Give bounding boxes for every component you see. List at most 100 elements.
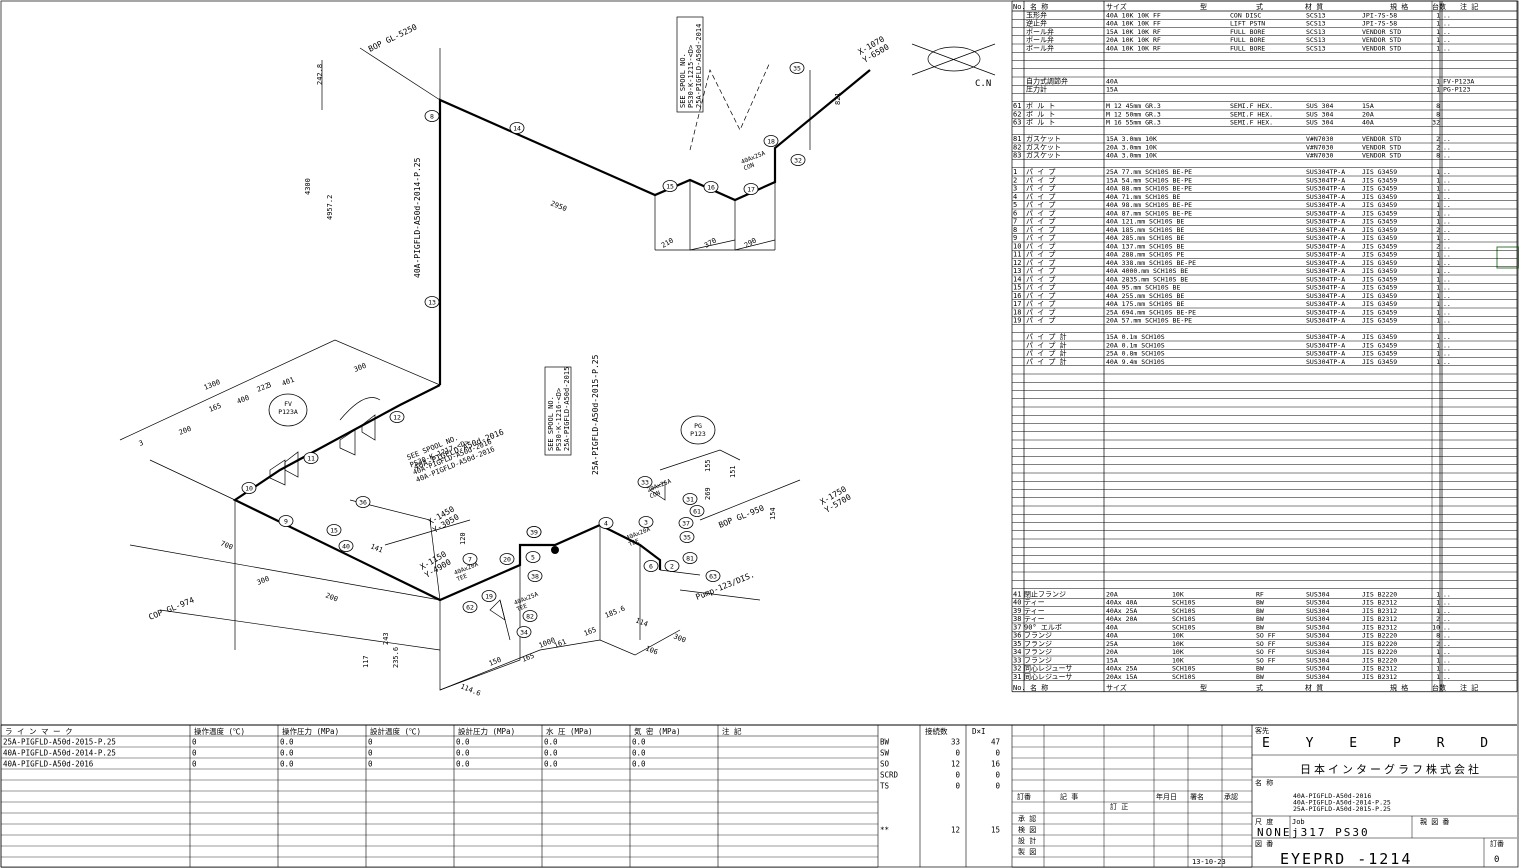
bom-cell: 8 [1436,632,1440,640]
bom-cell: 1 [1436,292,1440,300]
bom-cell: 25A 0.8m SCH10S [1106,350,1165,358]
bom-cell: JIS G3459 [1362,209,1397,217]
bom-cell: 40A 10K 10K RF [1106,44,1161,52]
balloon-icon [522,610,538,622]
bom-cell: 自力式調節弁 [1026,76,1068,85]
balloon-label: 33 [641,478,649,486]
balloon-icon [637,476,653,488]
bom-cell: 16 [1013,292,1021,300]
dimension-text: 210 [660,236,675,249]
bom-cell: .. [1443,358,1451,366]
drawing-name: 25A-PIGFLD-A50d-2015-P.25 [1293,805,1391,813]
coord-mid-left: X-1450Y-3050 [427,504,461,534]
weld-table-cell: 0 [955,749,960,758]
bom-cell: SEMI.F HEX. [1230,119,1273,127]
bom-cell: 1 [1436,28,1440,36]
bom-cell: SUS304TP-A [1306,185,1345,193]
bom-cell: 1 [1436,308,1440,316]
bom-cell: フランジ [1024,648,1052,656]
bom-cell: 1 [1436,673,1440,681]
bom-cell: 20A [1362,110,1374,118]
elevation-bop-mid: BOP GL-950 [717,503,765,529]
bom-cell: SCS13 [1306,20,1326,28]
bom-cell: 83 [1013,152,1021,160]
balloon-icon [303,452,319,464]
dimension-text: 401 [281,376,296,388]
balloon-icon [598,517,614,529]
balloon-icon [389,411,405,423]
dimension-text: 300 [256,575,271,587]
dimension-text: 120 [459,532,467,545]
line-table-header: 注 記 [722,726,742,736]
bom-cell: SEMI.F HEX. [1230,102,1273,110]
weld-table-cell: 16 [991,760,1001,769]
balloon-icon [743,183,759,195]
balloon-label: 16 [707,183,715,191]
bom-cell: 40A 288.mm SCH10S PE [1106,251,1184,259]
compass-label: C.N [975,79,991,89]
line-table-header: ラ イ ン マ ー ク [5,727,73,736]
bom-cell: VENDOR STD [1362,28,1401,36]
bom-cell: .. [1443,209,1451,217]
dimension-text: 117 [362,655,370,668]
bom-cell: JIS B2220 [1362,632,1397,640]
line-table-header: 設計温度 (℃) [370,726,421,736]
bom-cell: JIS G3459 [1362,176,1397,184]
bom-cell: SCS13 [1306,36,1326,44]
bom-cell: 1 [1436,176,1440,184]
bom-cell: SCS13 [1306,11,1326,19]
line-table-cell: 0.0 [456,738,470,747]
dimension-text: 3 [266,381,273,390]
bom-cell: .. [1443,218,1451,226]
bom-cell: SUS304TP-A [1306,251,1345,259]
bom-cell: 15A [1106,86,1118,94]
line-table-cell: 0.0 [456,749,470,758]
bom-cell: .. [1443,673,1451,681]
bom-cell: SUS304 [1306,665,1330,673]
balloon-icon [527,570,543,582]
spool-note-left: SEE SPOOL NO.PS30-K-1217-<D>40A-PIGFLD-A… [406,434,496,484]
dimension-text: 4300 [304,178,312,195]
company-name: 日本インターグラフ株式会社 [1300,762,1482,776]
bom-cell: パ イ プ [1026,185,1055,193]
bom-cell: 閉止フランジ [1024,589,1066,598]
bom-cell: ボ ル ト [1026,110,1055,118]
bom-cell: ガスケット [1026,151,1061,160]
bom-cell: 1 [1436,44,1440,52]
balloon-icon [424,296,440,308]
bom-cell: パ イ プ [1026,284,1055,292]
balloon-icon [241,482,257,494]
bom-cell: 8 [1436,102,1440,110]
line-table-cell: 0.0 [544,760,558,769]
line-table-cell: 40A-PIGFLD-A50d-2014-P.25 [3,749,116,758]
balloon-label: 35 [793,64,801,72]
bom-cell: .. [1443,300,1451,308]
dimension-text: 269 [704,487,712,500]
bom-cell: 40A 10K 10K FF [1106,11,1161,19]
weld-table-cell: SW [880,749,890,758]
bom-cell: JIS G3459 [1362,267,1397,275]
spool-note-top: SEE SPOOL NO.PS30-K-1215-<D>25A-PIGFLD-A… [676,16,704,113]
line-table-cell: 0.0 [280,738,294,747]
bom-cell: 40A 95.mm SCH10S BE [1106,284,1180,292]
bom-cell: SCH10S [1172,665,1196,673]
bom-cell: .. [1443,284,1451,292]
bom-cell: 20Ax 15A [1106,673,1137,681]
bom-header-cell: 式 [1256,683,1263,692]
bom-cell: パ イ プ [1026,168,1055,176]
bom-cell: 1 [1436,648,1440,656]
bom-cell: SCH10S [1172,623,1196,631]
bom-cell: 20A 0.1m SCH10S [1106,341,1165,349]
bom-cell: RF [1256,590,1264,598]
dimension-text: 821 [834,92,842,105]
bom-cell: V#N7030 [1306,135,1333,143]
bom-cell: 15 [1013,284,1021,292]
balloon-label: 6 [649,562,653,570]
bom-cell: 8 [1436,152,1440,160]
coord-mid-center: X-1150Y-4900 [419,549,453,579]
bom-cell: 1 [1436,317,1440,325]
bom-cell: SCH10S [1172,615,1196,623]
dimension-text: 400 [236,394,251,406]
control-valve-icon [339,397,381,456]
balloon-icon [462,601,478,613]
